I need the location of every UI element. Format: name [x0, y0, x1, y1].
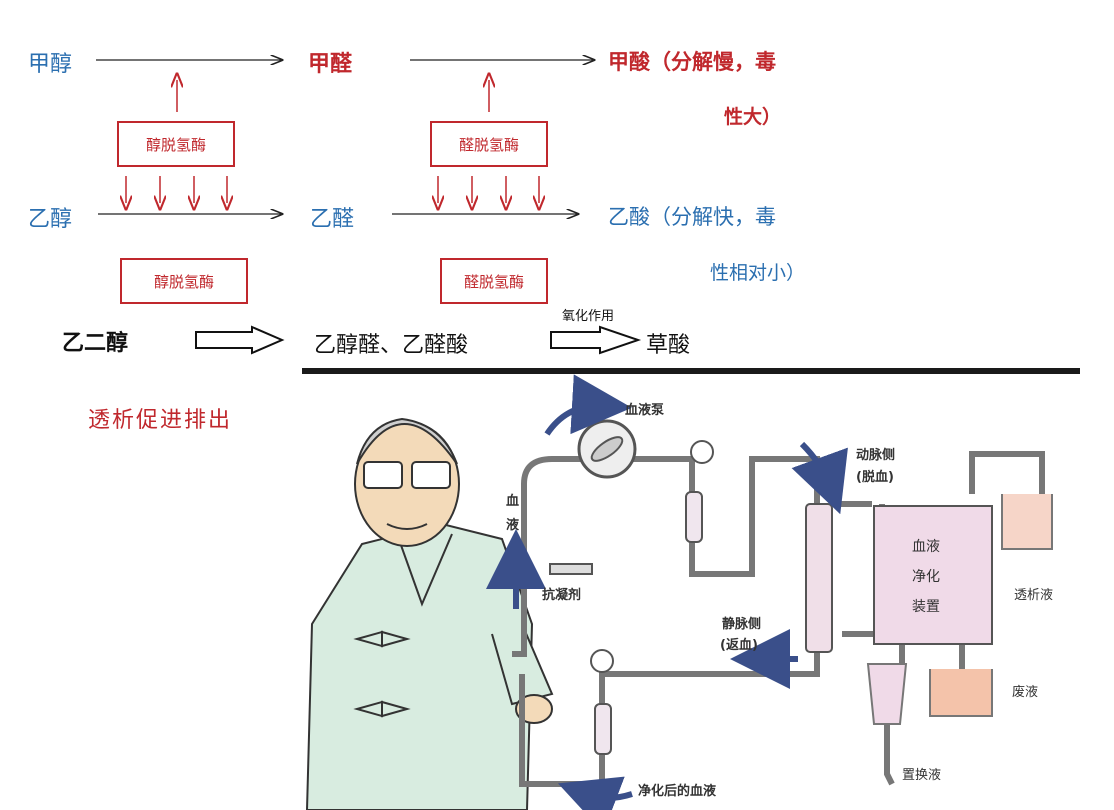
glycolaldehyde-label: 乙醇醛、乙醛酸 — [314, 333, 469, 358]
dialyzer — [805, 503, 833, 653]
oxalic-acid-label: 草酸 — [646, 333, 691, 358]
enzyme-box-adh-bottom: 醇脱氢酶 — [120, 258, 248, 304]
waste-label: 废液 — [1012, 685, 1039, 700]
replacement-bag — [866, 663, 908, 725]
formaldehyde-label: 甲醛 — [308, 52, 353, 77]
oxidation-label: 氧化作用 — [562, 309, 615, 324]
acetic-acid-label: 乙酸（分解快，毒 — [608, 205, 776, 229]
dialysis-title: 透析促进排出 — [88, 408, 233, 433]
flow-arrow-arterial — [791, 441, 848, 515]
methanol-label: 甲醇 — [28, 52, 73, 77]
pressure-gauge-top — [690, 440, 714, 464]
blood-pump-label: 血液泵 — [625, 403, 665, 418]
purified-blood-label: 净化后的血液 — [638, 784, 717, 799]
pathway-arrows — [96, 0, 642, 355]
acetaldehyde-label: 乙醛 — [310, 207, 355, 232]
acetic-acid-note: 性相对小） — [710, 262, 806, 284]
enzyme-box-adh-top: 醇脱氢酶 — [117, 121, 235, 167]
divider-bar — [302, 368, 1080, 374]
drip-chamber-bottom — [594, 703, 612, 755]
pressure-gauge-bottom — [590, 649, 614, 673]
arterial-label: 动脉侧 — [856, 448, 896, 463]
arterial-sub-label: (脱血) — [856, 470, 894, 485]
red-down-arrows-right — [438, 176, 539, 203]
red-down-arrows-left — [126, 176, 227, 203]
enzyme-box-aldh-top: 醛脱氢酶 — [430, 121, 548, 167]
venous-sub-label: (返血) — [720, 638, 758, 653]
block-arrow-2 — [550, 325, 642, 355]
ethylene-glycol-label: 乙二醇 — [62, 331, 129, 356]
patient-figure — [305, 417, 554, 810]
purifier-label: 血液 净化 装置 — [912, 539, 940, 615]
ethanol-label: 乙醇 — [28, 207, 73, 232]
dialysis-illustration — [305, 374, 1053, 810]
flow-arrow-return — [557, 776, 633, 810]
dialysate-label: 透析液 — [1014, 588, 1054, 603]
blood-vertical-label: 血 液 — [506, 494, 520, 533]
enzyme-box-aldh-bottom: 醛脱氢酶 — [440, 258, 548, 304]
anticoagulant-label: 抗凝剂 — [542, 588, 582, 603]
venous-label: 静脉侧 — [722, 617, 762, 632]
drip-chamber-top — [685, 491, 703, 543]
formic-acid-label: 甲酸（分解慢，毒 — [608, 50, 776, 74]
flow-arrow-pump — [544, 374, 632, 436]
dialysate-beaker — [1001, 494, 1053, 550]
syringe — [549, 563, 593, 575]
waste-beaker — [929, 669, 993, 717]
formic-acid-note: 性大） — [724, 106, 782, 128]
replacement-label: 置换液 — [902, 768, 942, 783]
purifier-unit — [873, 505, 993, 645]
block-arrow-1 — [195, 325, 285, 355]
